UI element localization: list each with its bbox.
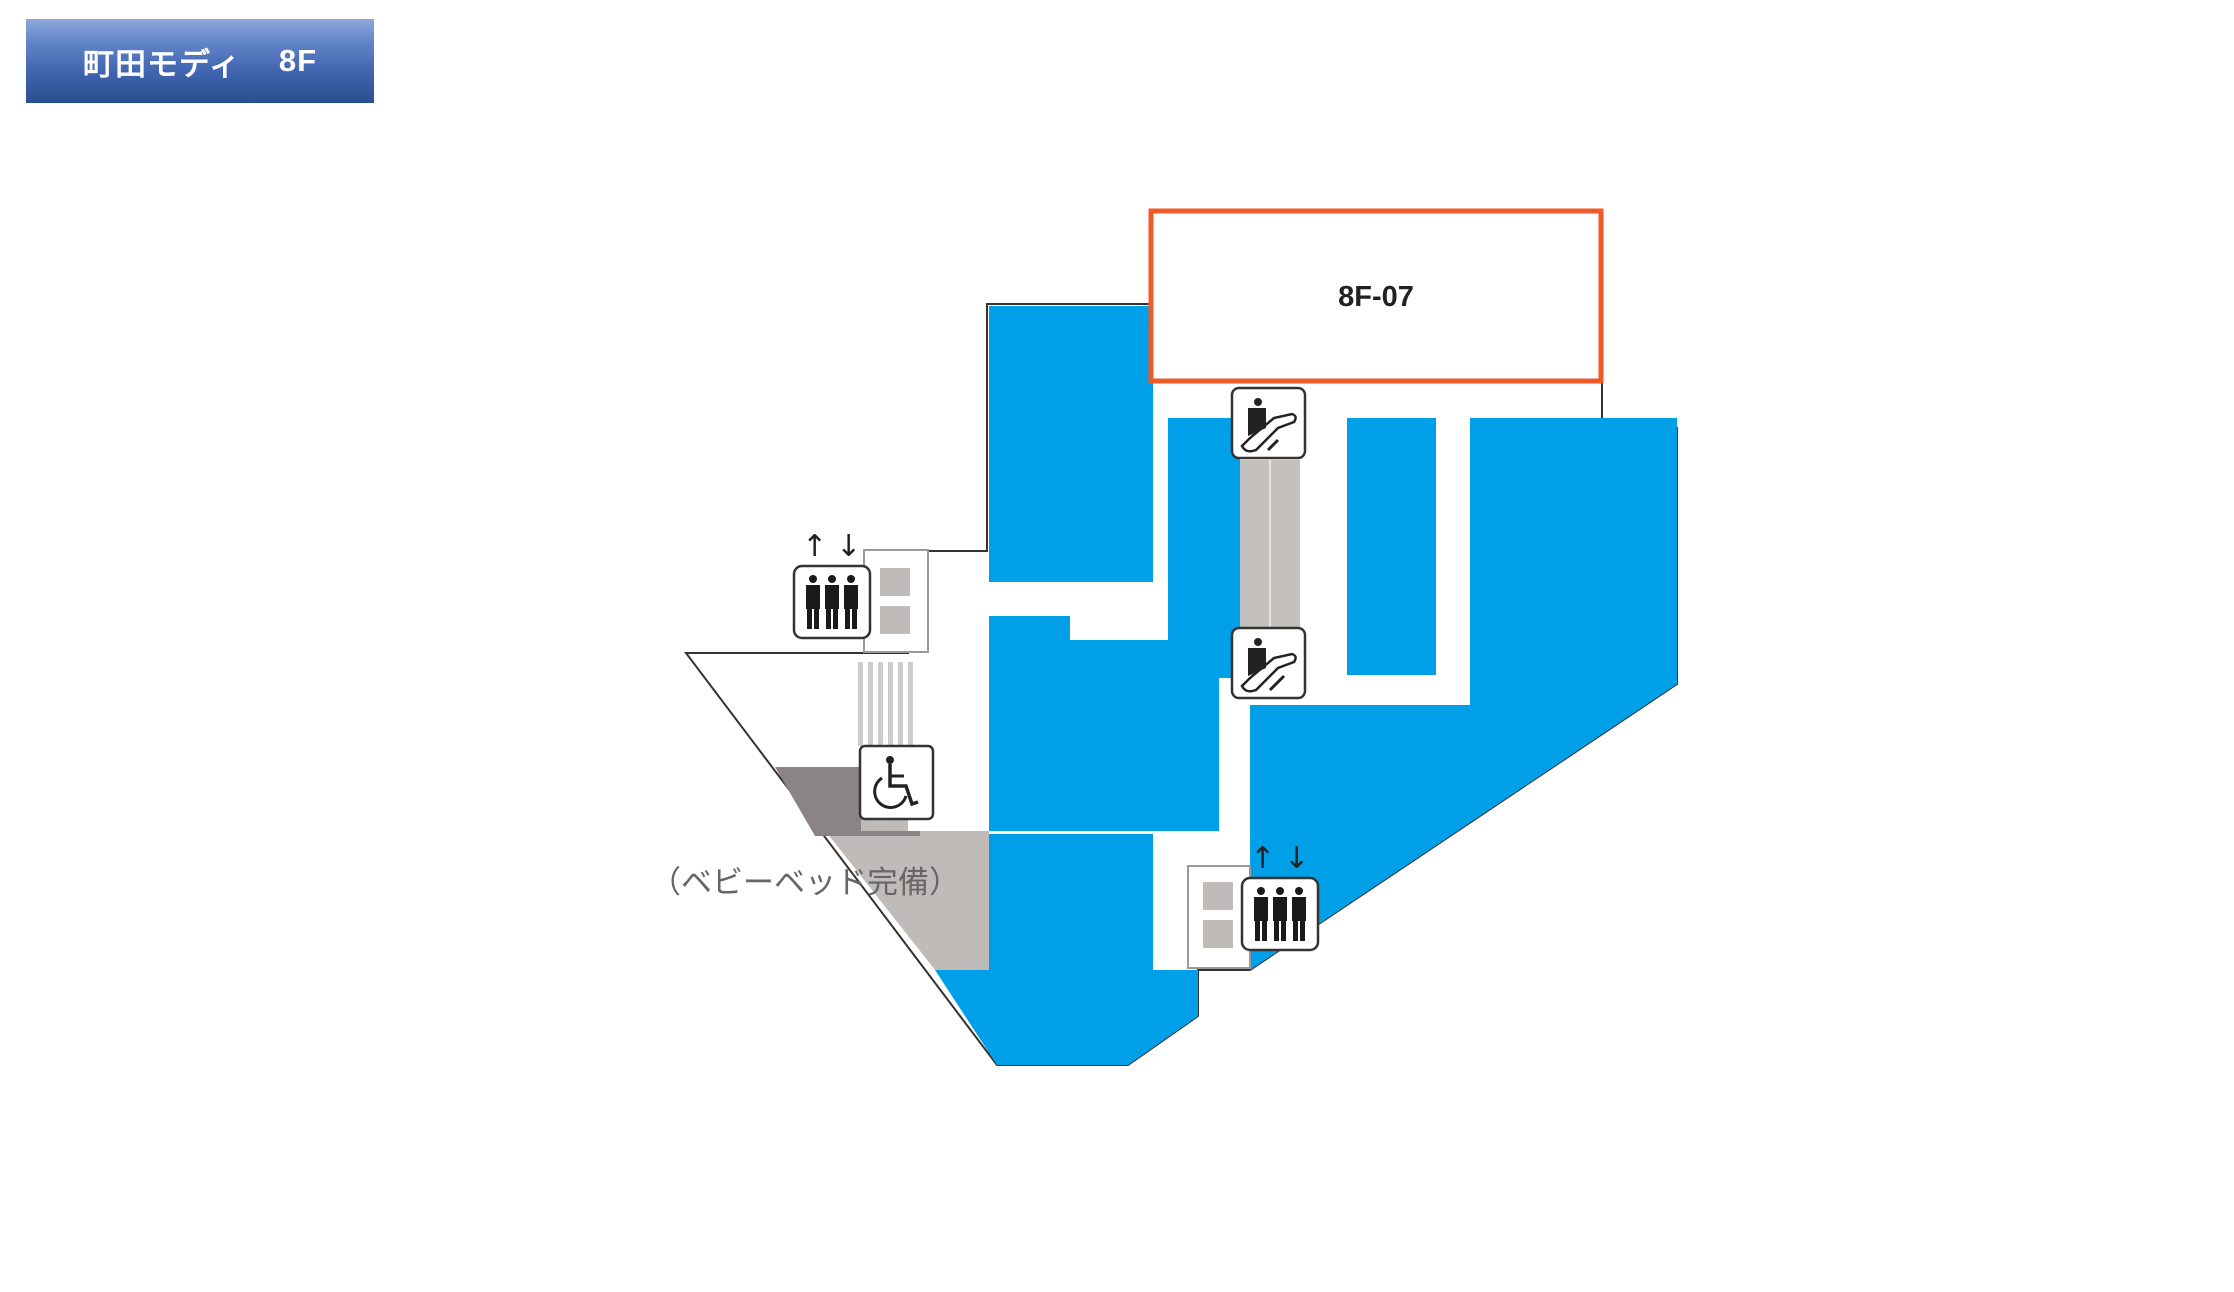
- restroom-area: [775, 767, 989, 970]
- elevator-icon: ↑ ↓: [1240, 841, 1320, 952]
- svg-text:↓: ↓: [1284, 841, 1309, 876]
- elevator-icon: ↑ ↓: [792, 529, 872, 640]
- escalator-down-icon: [1230, 386, 1307, 460]
- unit-label: 8F-07: [1338, 281, 1414, 313]
- elevator-hall-west: [863, 549, 929, 653]
- escalator-up-icon: [1230, 626, 1307, 700]
- unit-8f-07[interactable]: 8F-07: [1148, 208, 1604, 384]
- baby-bed-note: （ベビーベッド完備）: [650, 865, 960, 901]
- tenant-block-sw: [935, 834, 1198, 1065]
- elevator-hall-east: [1187, 865, 1251, 969]
- wheelchair-icon: [858, 744, 935, 821]
- tenant-block-col1: [1168, 418, 1240, 678]
- tenant-areas: [935, 306, 1677, 1065]
- tenant-block-east: [1250, 418, 1677, 970]
- svg-text:↑: ↑: [1250, 841, 1275, 876]
- tenant-block-nw: [989, 306, 1153, 582]
- floor-number: 8F: [278, 43, 318, 78]
- building-name: 町田モディ: [82, 46, 241, 83]
- floor-title: 町田モディ 8F: [26, 19, 374, 103]
- svg-text:↑: ↑: [802, 529, 827, 564]
- svg-text:↓: ↓: [836, 529, 861, 564]
- escalator: [1240, 460, 1300, 635]
- tenant-block-w: [989, 575, 1219, 831]
- tactile-paving: [858, 662, 913, 746]
- tenant-block-col2: [1347, 418, 1436, 675]
